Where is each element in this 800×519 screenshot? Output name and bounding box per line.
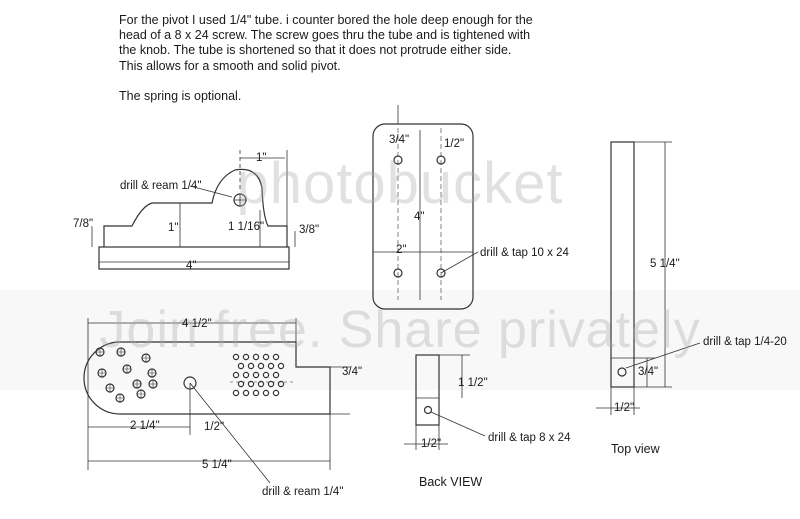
dimension-label: 1 1/2" <box>458 377 488 389</box>
plate-hole <box>262 371 270 379</box>
side-view-bracket <box>91 150 296 270</box>
hole-crosshair <box>137 390 145 398</box>
instruction-note: For the pivot I used 1/4" tube. i counte… <box>119 13 589 104</box>
drill-note-label: drill & ream 1/4" <box>262 486 344 498</box>
dimension-label: 5 1/4" <box>650 258 680 270</box>
dimension-label: 1/2" <box>421 438 442 450</box>
note-line: head of a 8 x 24 screw. The screw goes t… <box>119 28 531 43</box>
top-view-outline <box>610 141 635 388</box>
leader-line <box>189 185 233 198</box>
leader-line <box>189 382 271 484</box>
plate-hole <box>272 389 280 397</box>
lightening-holes <box>95 347 158 403</box>
plate-hole <box>247 380 255 388</box>
hole-crosshair <box>133 380 141 388</box>
top-view <box>596 141 701 415</box>
plate-hole <box>277 362 285 370</box>
plate-hole <box>232 389 240 397</box>
plate-hole <box>272 371 280 379</box>
front-plate-view <box>372 105 479 310</box>
bracket-profile <box>103 168 288 247</box>
drill-note-label: drill & tap 10 x 24 <box>480 247 569 259</box>
hole-crosshair <box>117 348 125 356</box>
plate-hole <box>257 362 265 370</box>
dimension-label: 4" <box>186 260 197 272</box>
front-plate-outline <box>372 123 474 310</box>
plate-hole <box>232 371 240 379</box>
dimension-label: 4" <box>414 211 425 223</box>
main-plate-outline <box>83 341 331 415</box>
dimension-label: 5 1/4" <box>202 459 232 471</box>
hole-crosshair <box>98 369 106 377</box>
hole-crosshair <box>148 369 156 377</box>
view-caption: Top view <box>611 442 660 456</box>
note-line: the knob. The tube is shortened so that … <box>119 43 512 58</box>
plate-hole <box>242 353 250 361</box>
plate-hole <box>242 389 250 397</box>
drill-note-label: drill & ream 1/4" <box>120 180 202 192</box>
plate-hole <box>247 362 255 370</box>
plate-hole <box>272 353 280 361</box>
plate-hole <box>262 353 270 361</box>
plate-hole <box>252 389 260 397</box>
dimension-label: 1/2" <box>614 402 635 414</box>
plate-hole <box>242 371 250 379</box>
plate-hole <box>262 389 270 397</box>
back-view <box>404 354 486 450</box>
hole-crosshair <box>123 365 131 373</box>
dimension-label: 4 1/2" <box>182 318 212 330</box>
dimension-label: 3/4" <box>342 366 363 378</box>
dimension-label: 3/4" <box>638 366 659 378</box>
dimension-label: 1" <box>256 152 267 164</box>
plate-hole <box>237 362 245 370</box>
hole-crosshair <box>106 384 114 392</box>
main-plate-view <box>83 318 350 484</box>
hole-crosshair <box>149 380 157 388</box>
hole-crosshair <box>142 354 150 362</box>
plate-hole <box>252 371 260 379</box>
view-caption: Back VIEW <box>419 475 483 489</box>
leader-line <box>440 251 479 274</box>
small-holes <box>232 353 285 397</box>
plate-hole <box>257 380 265 388</box>
dimension-label: 1/2" <box>444 138 465 150</box>
dimension-label: 1" <box>168 222 179 234</box>
dimension-label: 1/2" <box>204 421 225 433</box>
plate-hole <box>277 380 285 388</box>
drill-note-label: drill & tap 8 x 24 <box>488 432 571 444</box>
tapped-hole <box>423 405 433 415</box>
dimension-label: 7/8" <box>73 218 94 230</box>
base-plate-outline <box>98 246 290 270</box>
tapped-hole <box>617 367 627 377</box>
plate-hole <box>232 353 240 361</box>
dimension-label: 2 1/4" <box>130 420 160 432</box>
plate-hole <box>252 353 260 361</box>
note-line: For the pivot I used 1/4" tube. i counte… <box>119 13 533 27</box>
hole-crosshair <box>96 348 104 356</box>
plate-hole <box>237 380 245 388</box>
plate-hole <box>267 380 275 388</box>
hole-crosshair <box>116 394 124 402</box>
drill-note-label: drill & tap 1/4-20 <box>703 336 787 348</box>
leader-line <box>625 342 701 369</box>
dimension-label: 3/8" <box>299 224 320 236</box>
dimension-label: 2" <box>396 244 407 256</box>
dimension-label: 3/4" <box>389 134 410 146</box>
leader-line <box>430 411 486 437</box>
back-view-outline <box>415 354 440 426</box>
note-line: The spring is optional. <box>119 88 242 103</box>
dimension-label: 1 1/16" <box>228 221 265 233</box>
note-line: This allows for a smooth and solid pivot… <box>119 58 341 73</box>
plate-hole <box>267 362 275 370</box>
pivot-hole <box>183 376 197 390</box>
